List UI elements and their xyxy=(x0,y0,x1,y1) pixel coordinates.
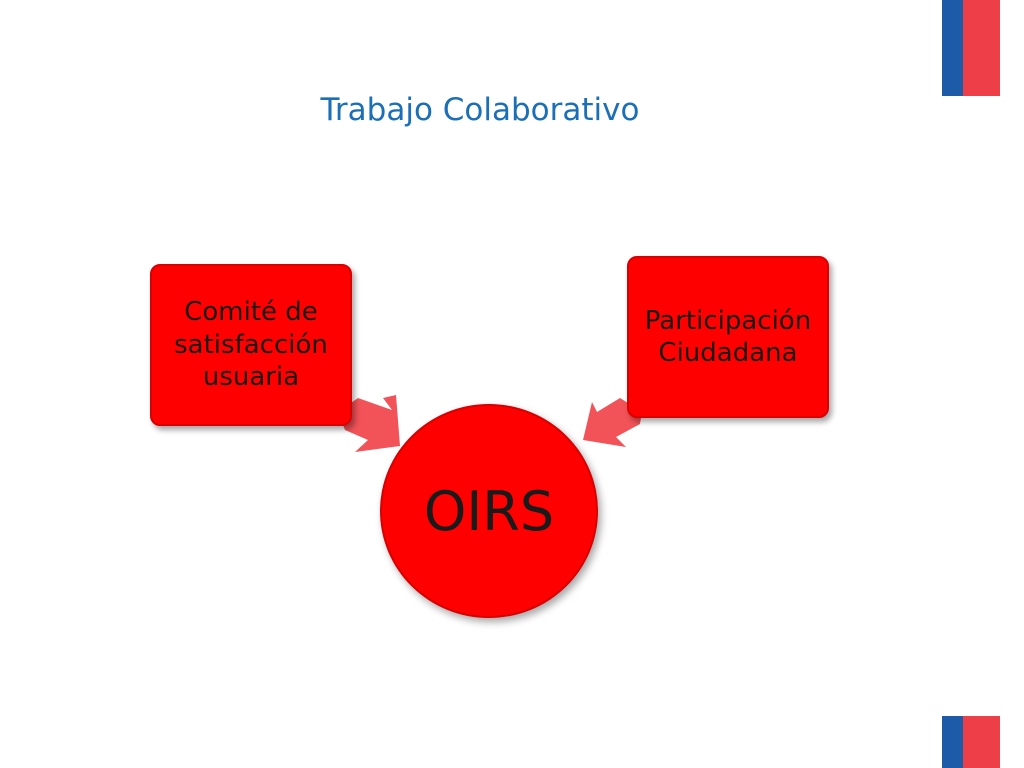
flag-red-stripe xyxy=(963,716,1000,768)
slide-title: Trabajo Colaborativo xyxy=(320,92,640,128)
center-circle-oirs: OIRS xyxy=(380,404,598,618)
flag-blue-stripe xyxy=(942,716,963,768)
flag-red-stripe xyxy=(963,0,1000,96)
flag-decoration-bottom xyxy=(942,716,1000,768)
flag-decoration-top xyxy=(942,0,1000,96)
box-left-label: Comité de satisfacción usuaria xyxy=(174,297,328,393)
box-comite-satisfaccion: Comité de satisfacción usuaria xyxy=(150,264,352,426)
arrow-left-to-center xyxy=(338,395,400,452)
center-label: OIRS xyxy=(423,479,555,543)
flag-blue-stripe xyxy=(942,0,963,96)
box-participacion-ciudadana: Participación Ciudadana xyxy=(627,256,829,418)
box-right-label: Participación Ciudadana xyxy=(644,305,812,369)
